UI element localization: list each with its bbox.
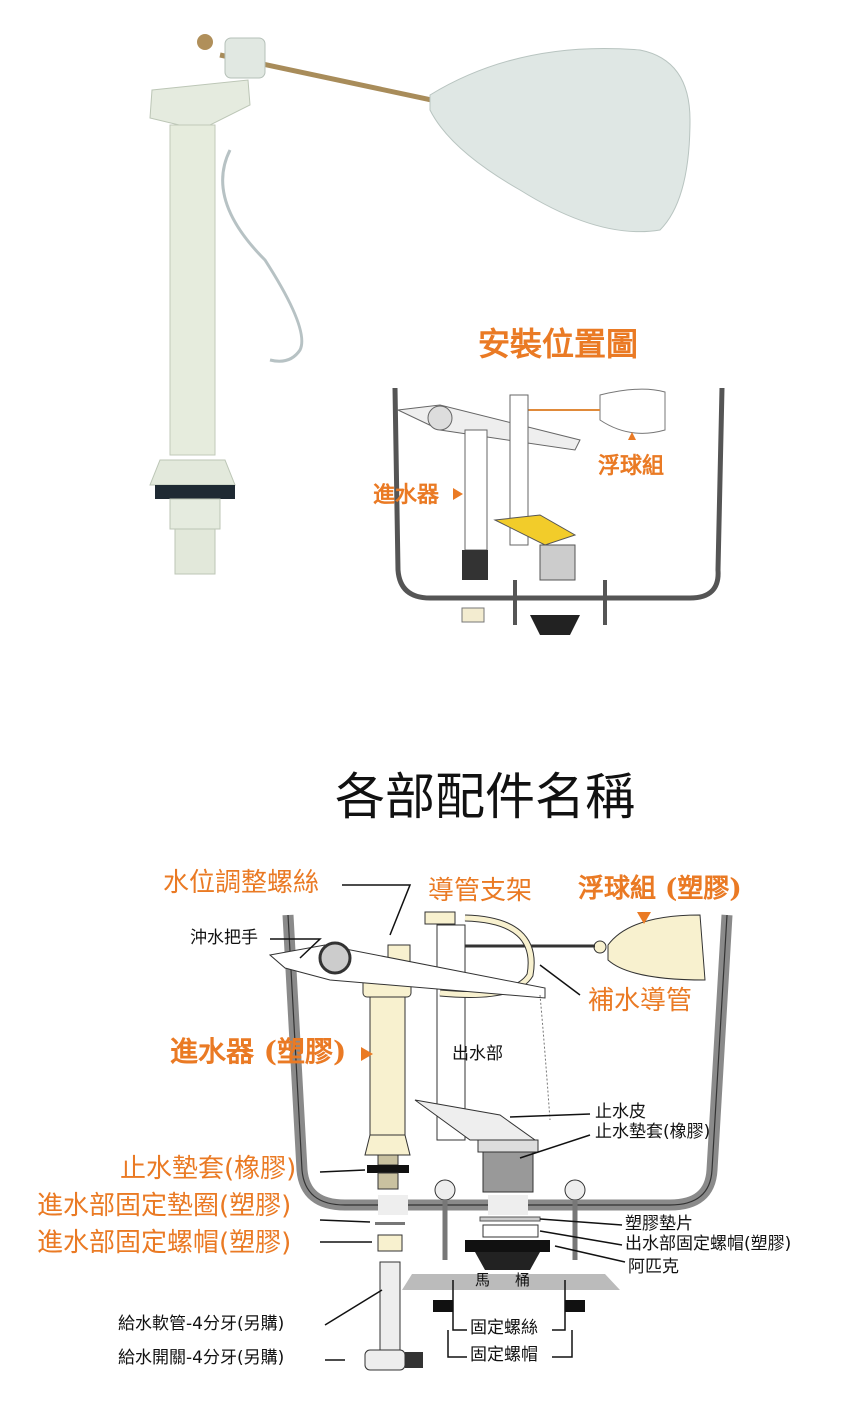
label-outlet-nut: 出水部固定螺帽(塑膠): [625, 1234, 792, 1254]
label-fix-nut: 固定螺帽: [470, 1345, 538, 1365]
label-level-screw: 水位調整螺絲: [163, 868, 320, 898]
label-refill-tube: 補水導管: [588, 986, 693, 1016]
install-inlet-label: 進水器: [373, 482, 440, 508]
install-float-label: 浮球組: [598, 453, 665, 479]
parts-diagram: [268, 884, 733, 1371]
label-gasket: 阿匹克: [628, 1257, 679, 1277]
label-tube-bracket: 導管支架: [428, 876, 533, 906]
label-outlet: 出水部: [452, 1044, 503, 1064]
label-flush-handle: 沖水把手: [190, 928, 258, 948]
label-toilet-1: 馬: [475, 1271, 491, 1289]
install-title: 安裝位置圖: [478, 325, 639, 363]
label-supply-valve: 給水開關-4分牙(另購): [118, 1348, 285, 1368]
label-inlet-washer: 進水部固定墊圈(塑膠): [37, 1191, 292, 1221]
label-float-set: 浮球組 (塑膠): [578, 874, 742, 904]
label-flapper: 止水皮: [595, 1102, 646, 1122]
label-outlet-seal: 止水墊套(橡膠): [595, 1122, 711, 1142]
label-inlet-seal: 止水墊套(橡膠): [120, 1154, 297, 1184]
label-toilet-2: 桶: [515, 1271, 531, 1289]
parts-title: 各部配件名稱: [335, 768, 635, 826]
label-inlet-valve: 進水器 (塑膠): [170, 1035, 347, 1068]
fill-valve-photo: [149, 34, 691, 575]
label-inlet-nut: 進水部固定螺帽(塑膠): [37, 1228, 292, 1258]
install-diagram: [392, 387, 725, 635]
label-supply-hose: 給水軟管-4分牙(另購): [118, 1314, 285, 1334]
label-fix-screw: 固定螺絲: [470, 1318, 538, 1338]
label-plastic-washer: 塑膠墊片: [625, 1214, 693, 1234]
